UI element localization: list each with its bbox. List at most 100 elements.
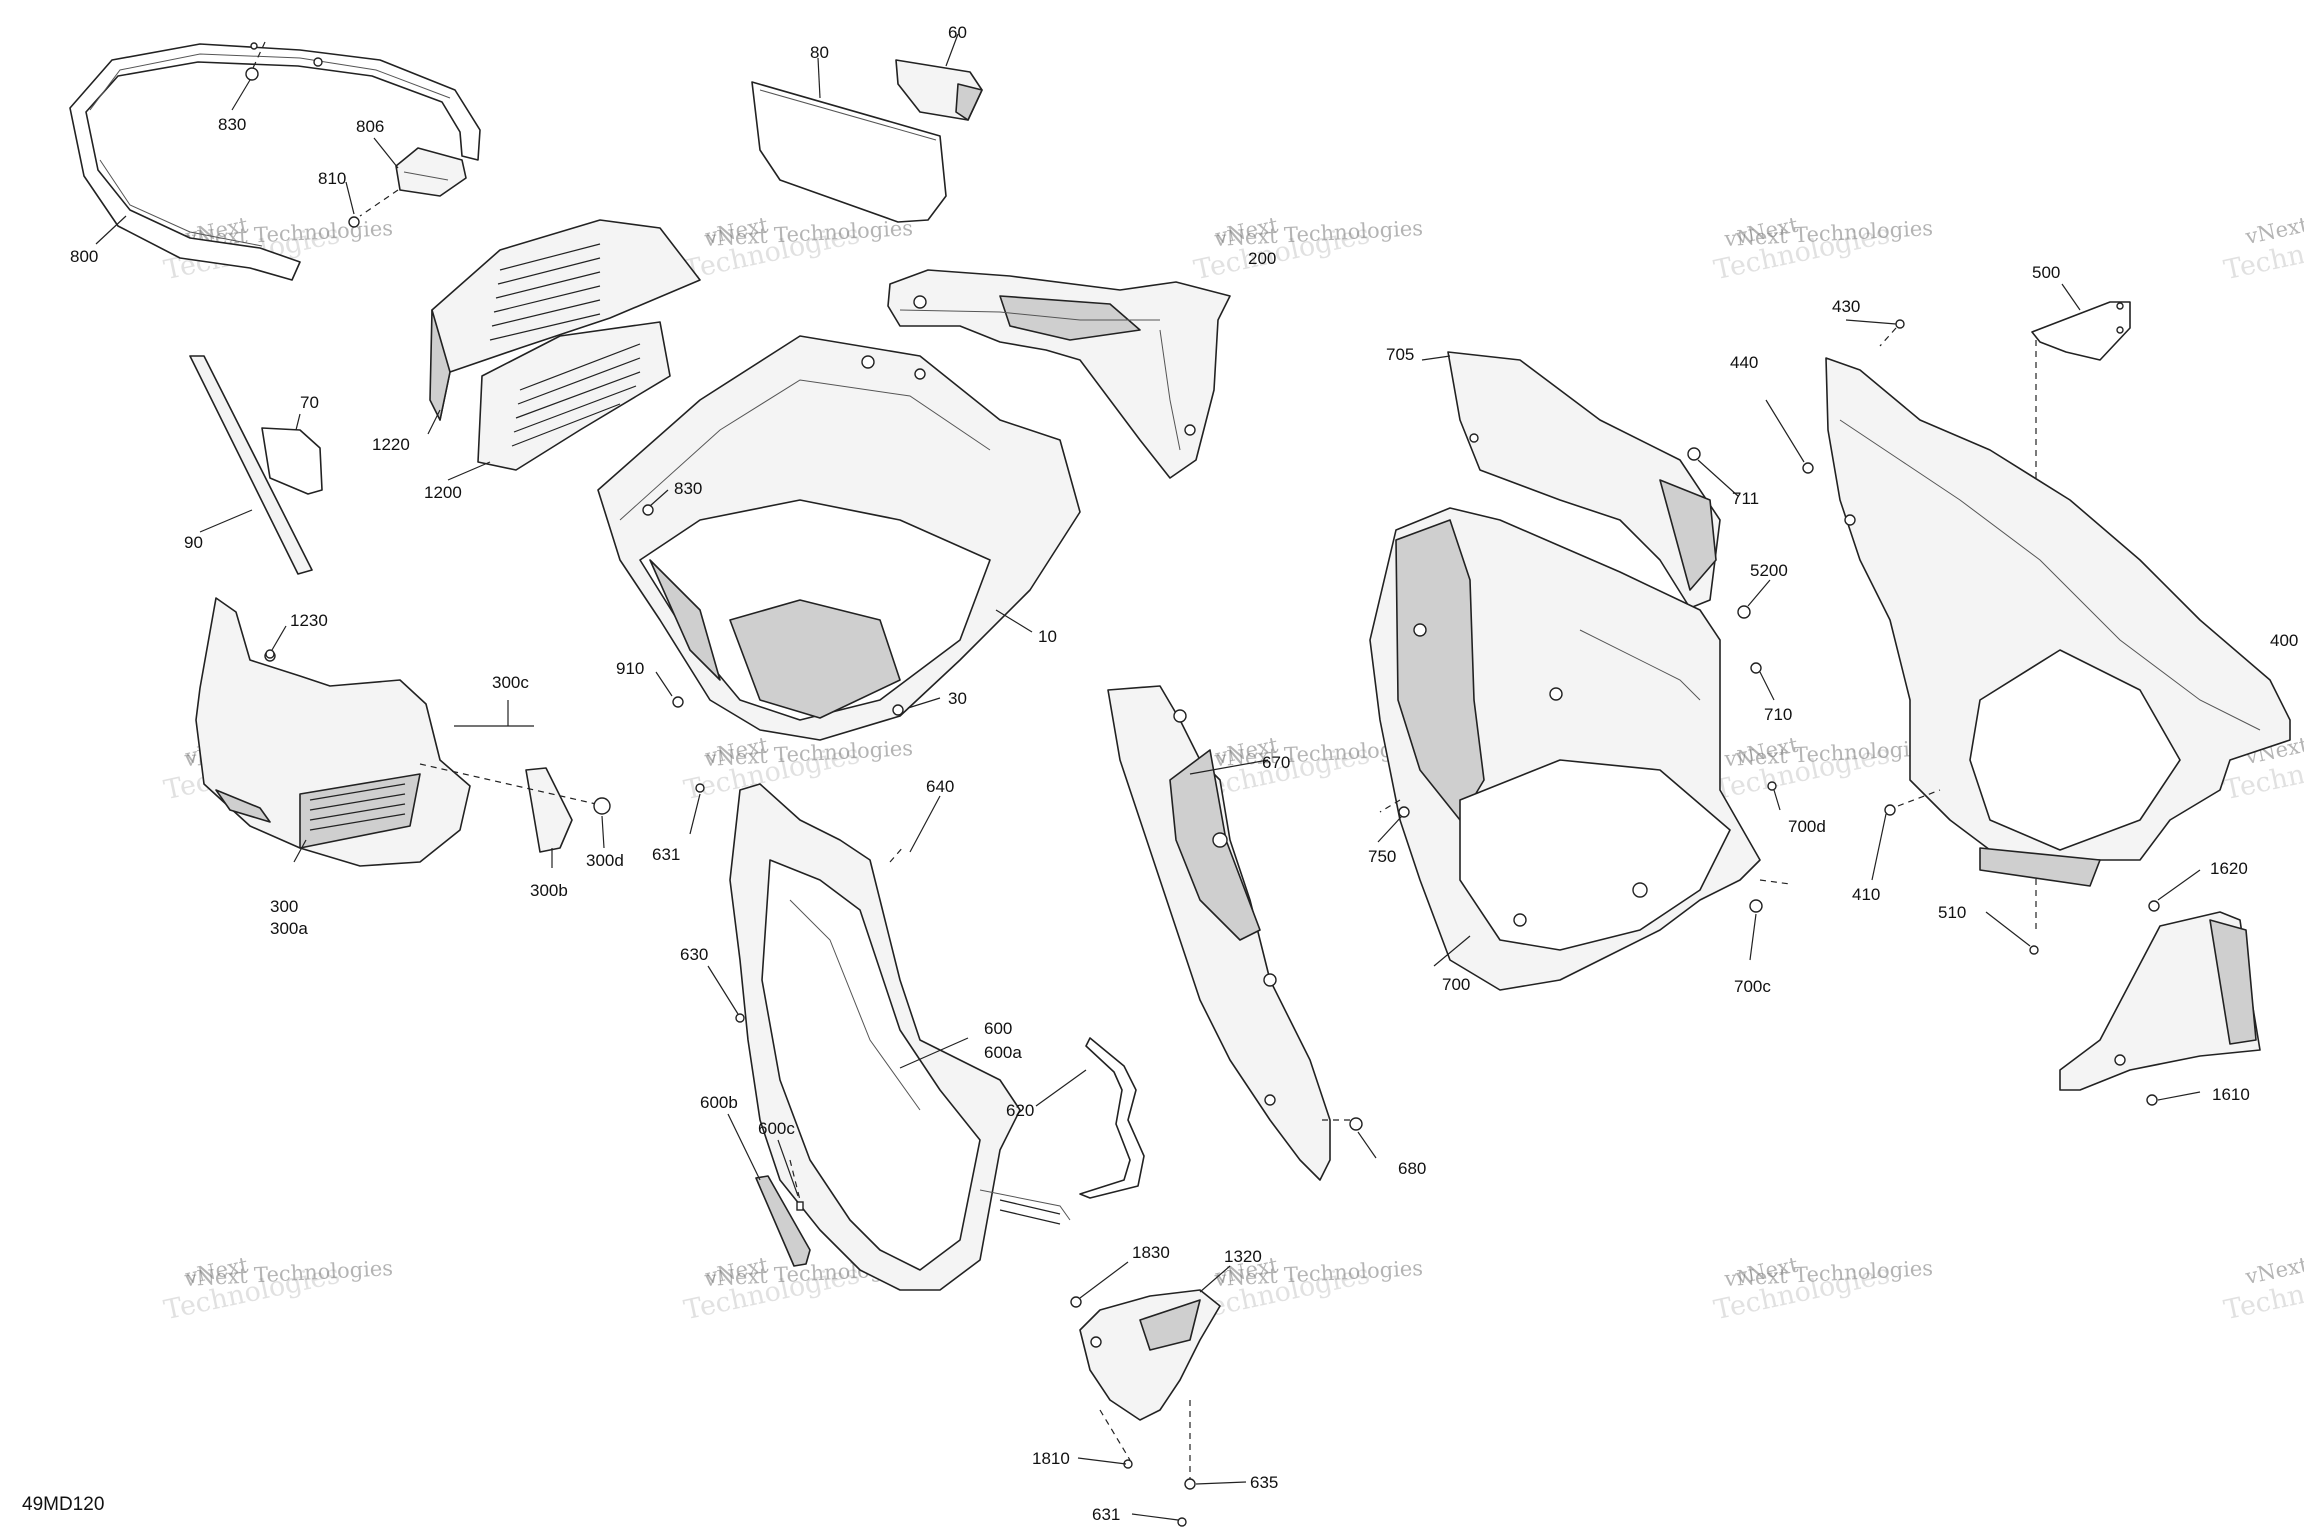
part-1600-bracket bbox=[2059, 911, 2261, 1091]
callout-30: 30 bbox=[948, 689, 967, 708]
callout-630: 630 bbox=[680, 945, 708, 964]
fastener-830-mid bbox=[642, 504, 654, 516]
callout-510: 510 bbox=[1938, 903, 1966, 922]
fastener-710 bbox=[1750, 662, 1762, 674]
callout-60: 60 bbox=[948, 23, 967, 42]
callout-705: 705 bbox=[1386, 345, 1414, 364]
callout-1620: 1620 bbox=[2210, 859, 2248, 878]
fastener-1810 bbox=[1099, 1409, 1133, 1469]
part-1200-lower-grille bbox=[477, 321, 671, 471]
part-1220-upper-grille bbox=[429, 219, 701, 421]
part-90-strip bbox=[189, 355, 313, 575]
part-500-plate bbox=[2031, 301, 2131, 361]
part-10-storage-tub bbox=[597, 335, 1081, 741]
callout-631: 631 bbox=[652, 845, 680, 864]
fastener-440 bbox=[1802, 462, 1814, 474]
callout-800: 800 bbox=[70, 247, 98, 266]
part-300d-knob bbox=[419, 763, 611, 815]
callout-70: 70 bbox=[300, 393, 319, 412]
part-806-bracket bbox=[395, 147, 467, 197]
fastener-1610 bbox=[2146, 1094, 2158, 1106]
callout-300a: 300a bbox=[270, 919, 308, 938]
callout-700d: 700d bbox=[1788, 817, 1826, 836]
part-670-center-column bbox=[1107, 685, 1331, 1181]
callout-711: 711 bbox=[1732, 489, 1759, 508]
callout-710: 710 bbox=[1764, 705, 1792, 724]
callout-640: 640 bbox=[926, 777, 954, 796]
fastener-631-upper bbox=[695, 783, 705, 793]
part-200-dash-shroud bbox=[887, 269, 1231, 479]
callout-10: 10 bbox=[1038, 627, 1057, 646]
callout-1810: 1810 bbox=[1032, 1449, 1070, 1468]
part-800-grab-handle bbox=[69, 42, 481, 281]
fastener-750 bbox=[1379, 799, 1410, 818]
part-1320-bracket bbox=[1079, 1289, 1221, 1421]
callout-300b: 300b bbox=[530, 881, 568, 900]
callout-1830: 1830 bbox=[1132, 1243, 1170, 1262]
callout-806: 806 bbox=[356, 117, 384, 136]
callout-1610: 1610 bbox=[2212, 1085, 2250, 1104]
part-60-cover bbox=[895, 59, 983, 121]
callout-700: 700 bbox=[1442, 975, 1470, 994]
callout-830: 830 bbox=[218, 115, 246, 134]
callout-810: 810 bbox=[318, 169, 346, 188]
callout-300: 300 bbox=[270, 897, 298, 916]
callout-620: 620 bbox=[1006, 1101, 1034, 1120]
leader-lines bbox=[95, 33, 2201, 1521]
fastener-630 bbox=[735, 1013, 745, 1023]
watermark: vNext Technologies bbox=[2221, 1252, 2304, 1326]
callout-750: 750 bbox=[1368, 847, 1396, 866]
fastener-1830 bbox=[1070, 1296, 1082, 1308]
fastener-640 bbox=[889, 845, 905, 863]
callout-200: 200 bbox=[1248, 249, 1276, 268]
part-620-strip bbox=[1079, 1037, 1145, 1199]
callout-300c: 300c bbox=[492, 673, 529, 692]
callout-635: 635 bbox=[1250, 1473, 1278, 1492]
fastener-510 bbox=[2029, 945, 2039, 955]
callout-600c: 600c bbox=[758, 1119, 795, 1138]
fastener-410 bbox=[1884, 789, 1941, 816]
fastener-711 bbox=[1687, 447, 1701, 461]
part-700-inner-panel bbox=[1369, 507, 1761, 991]
fastener-810 bbox=[348, 189, 399, 228]
callout-440: 440 bbox=[1730, 353, 1758, 372]
callout-910: 910 bbox=[616, 659, 644, 678]
part-400-right-panel bbox=[1825, 357, 2291, 887]
callout-1200: 1200 bbox=[424, 483, 462, 502]
callout-600a: 600a bbox=[984, 1043, 1022, 1062]
fastener-830-top bbox=[245, 41, 266, 81]
fastener-5200 bbox=[1737, 605, 1751, 619]
fastener-700d bbox=[1767, 781, 1777, 791]
fastener-680 bbox=[1322, 1117, 1363, 1131]
callout-410: 410 bbox=[1852, 885, 1880, 904]
part-600b-trim bbox=[755, 1175, 811, 1267]
part-300-lower-fairing bbox=[195, 597, 471, 867]
callout-680: 680 bbox=[1398, 1159, 1426, 1178]
callout-1230: 1230 bbox=[290, 611, 328, 630]
callout-700c: 700c bbox=[1734, 977, 1771, 996]
part-600-side-panel bbox=[729, 783, 1071, 1291]
fastener-1620 bbox=[2148, 900, 2160, 912]
callout-300d: 300d bbox=[586, 851, 624, 870]
watermark: vNext Technologies bbox=[2221, 212, 2304, 286]
callout-80: 80 bbox=[810, 43, 829, 62]
part-600c-clip bbox=[789, 1159, 804, 1211]
callout-500: 500 bbox=[2032, 263, 2060, 282]
fastener-1230 bbox=[265, 649, 275, 659]
callout-1220: 1220 bbox=[372, 435, 410, 454]
fastener-910 bbox=[672, 696, 684, 708]
callout-600b: 600b bbox=[700, 1093, 738, 1112]
callout-1320: 1320 bbox=[1224, 1247, 1262, 1266]
fastener-631-lower bbox=[1177, 1517, 1187, 1527]
fastener-700c bbox=[1749, 879, 1791, 913]
diagram-code: 49MD120 bbox=[22, 1494, 104, 1515]
callout-labels: 830 806 810 800 80 60 200 1220 1200 70 9… bbox=[70, 23, 2298, 1524]
callout-5200: 5200 bbox=[1750, 561, 1788, 580]
part-80-panel bbox=[751, 81, 947, 223]
fastener-635 bbox=[1184, 1400, 1196, 1490]
callout-90: 90 bbox=[184, 533, 203, 552]
callout-830-mid: 830 bbox=[674, 479, 702, 498]
part-70-cap bbox=[261, 427, 323, 495]
callout-600: 600 bbox=[984, 1019, 1012, 1038]
